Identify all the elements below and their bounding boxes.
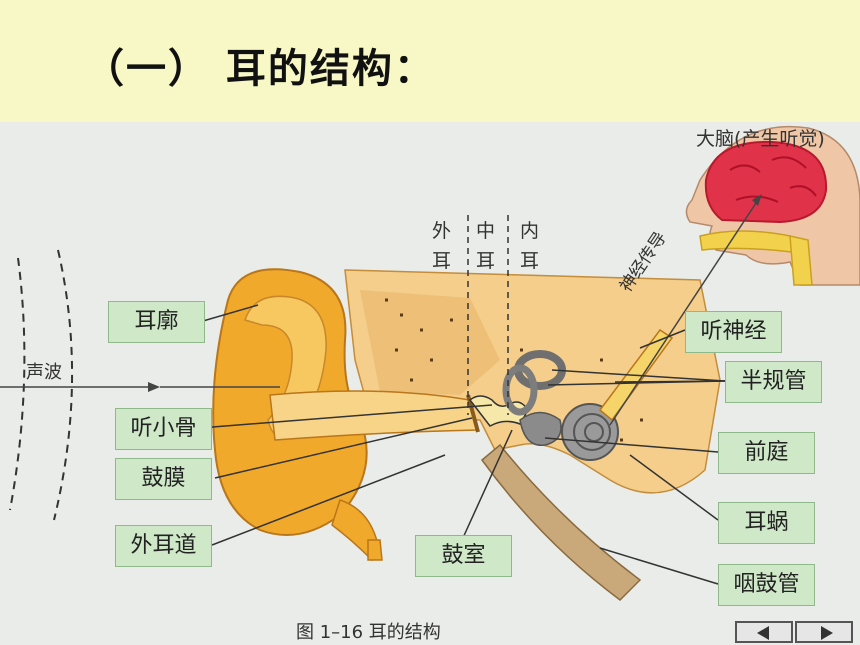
sound-label: 声波 <box>26 362 62 383</box>
leader-eustachian-tube <box>599 547 719 585</box>
cochlea-inner <box>584 422 604 442</box>
leader-auditory-nerve <box>639 329 686 349</box>
vestibule-shape <box>519 411 562 447</box>
label-auricle: 耳廓 <box>108 301 205 343</box>
triangle-left-icon <box>757 626 769 640</box>
throat <box>789 235 813 286</box>
leader-cochlea <box>629 454 719 521</box>
semicircular-canal-2 <box>502 364 538 416</box>
bone-dots <box>385 298 643 442</box>
sound-wave-arc-2 <box>53 249 74 521</box>
ear-lobe-tip <box>367 539 383 561</box>
leader-eardrum <box>214 417 473 479</box>
ear-canal-shape <box>269 390 479 441</box>
sound-wave-arc-1 <box>9 257 26 511</box>
leader-ossicles <box>199 404 493 429</box>
label-semicircular-canals: 半规管 <box>725 361 822 403</box>
label-ossicles: 听小骨 <box>115 408 212 450</box>
sound-arrow-head <box>148 382 160 392</box>
bone-texture <box>360 290 500 395</box>
region-label-middle: 中耳 <box>476 220 496 272</box>
leader-tympanic-cavity <box>461 429 513 541</box>
slide-title: （一） 耳的结构： <box>84 46 436 92</box>
brain <box>704 140 828 224</box>
next-slide-button[interactable] <box>795 621 853 643</box>
title-bar: （一） 耳的结构： <box>0 0 860 122</box>
leader-auricle <box>202 304 259 322</box>
label-eustachian-tube: 咽鼓管 <box>718 564 815 606</box>
eardrum-shape <box>466 394 480 433</box>
region-label-inner: 内耳 <box>520 220 540 272</box>
nerve-conduction-arrow <box>609 199 759 426</box>
label-tympanic-cavity: 鼓室 <box>415 535 512 577</box>
prev-slide-button[interactable] <box>735 621 793 643</box>
cochlea-mid <box>573 413 611 451</box>
figure-caption: 图 1–16 耳的结构 <box>296 622 441 643</box>
brain-label: 大脑(产生听觉) <box>696 128 825 150</box>
label-ear-canal: 外耳道 <box>115 525 212 567</box>
leader-ear-canal <box>211 454 446 546</box>
leader-vestibule <box>544 437 719 453</box>
label-cochlea: 耳蜗 <box>718 502 815 544</box>
label-vestibule: 前庭 <box>718 432 815 474</box>
nasal-cavity <box>699 230 793 253</box>
brain-folds <box>729 156 817 203</box>
region-label-outer: 外耳 <box>432 220 452 272</box>
nerve-conduction-arrow-head <box>752 194 762 206</box>
triangle-right-icon <box>821 626 833 640</box>
eustachian-tube-shape <box>480 443 642 601</box>
leader-semicircular-1 <box>551 369 726 382</box>
label-auditory-nerve: 听神经 <box>685 311 782 353</box>
label-eardrum: 鼓膜 <box>115 458 212 500</box>
leader-semicircular-3 <box>614 380 726 383</box>
